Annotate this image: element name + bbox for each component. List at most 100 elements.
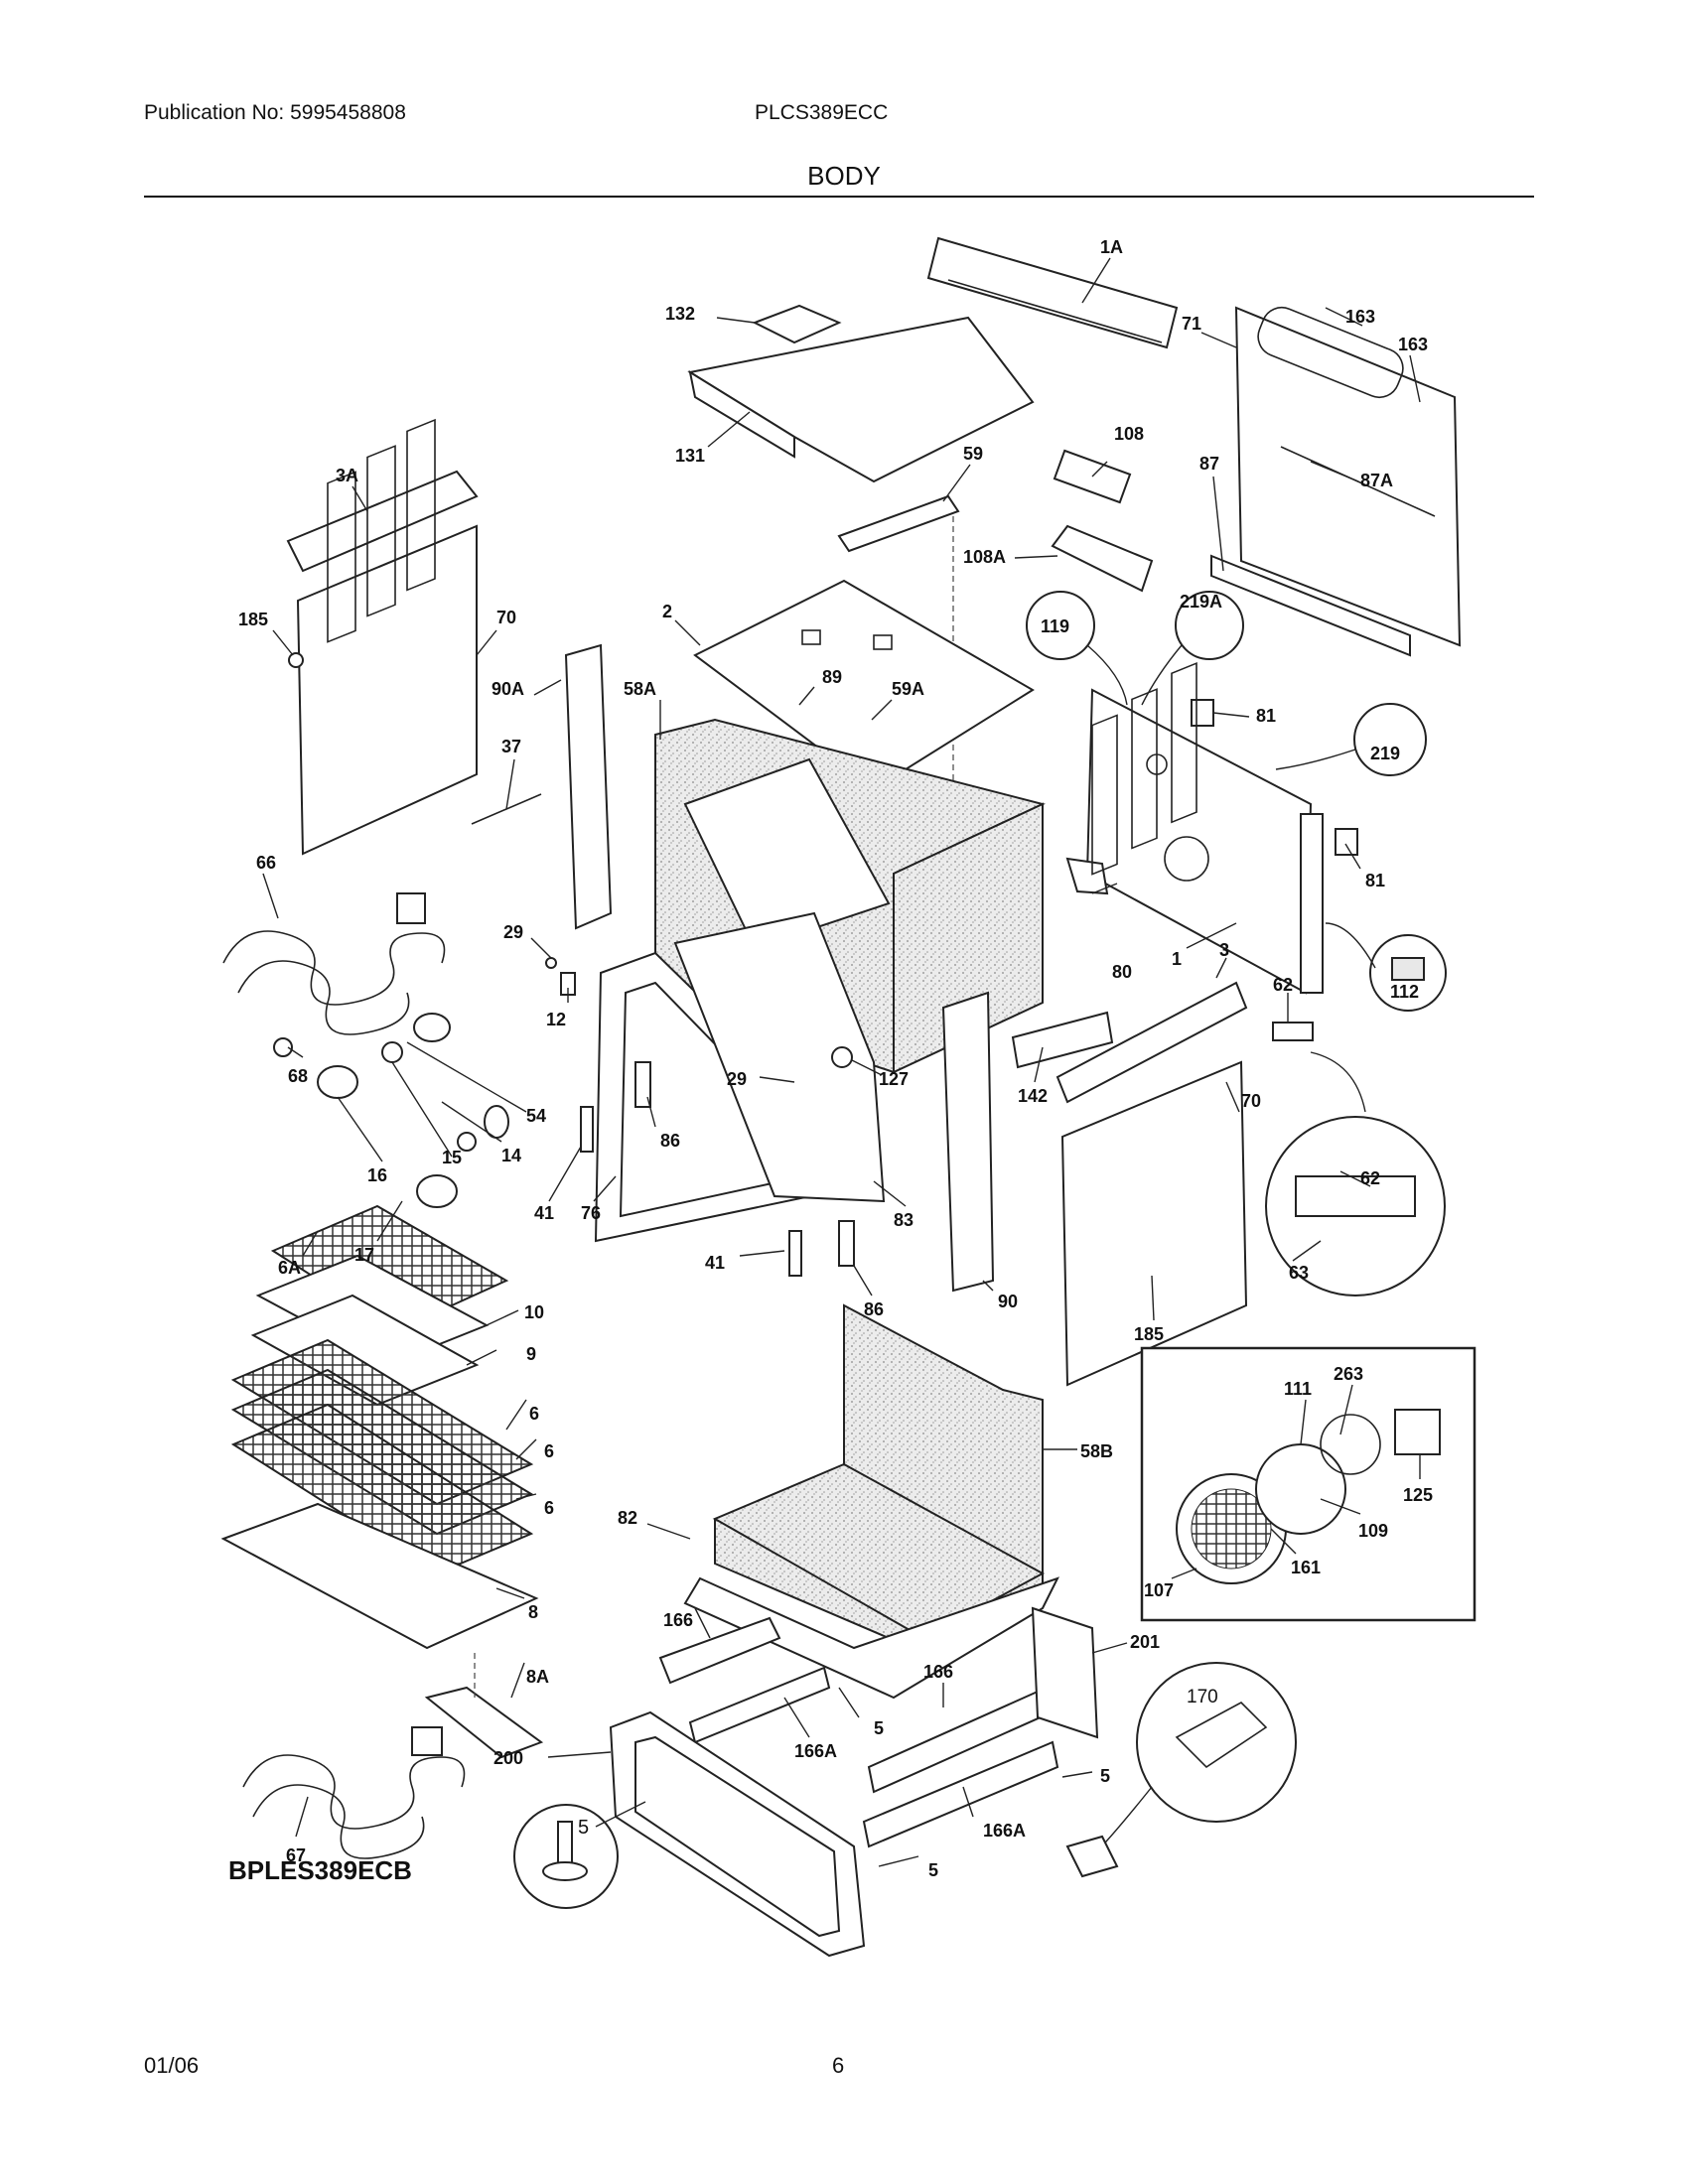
callout-labels: 1A 132 163 163 71 131 59 108 87 87A 3A 1…	[228, 237, 1433, 1885]
label-8A: 8A	[526, 1667, 549, 1687]
bracket-3A	[286, 470, 479, 573]
label-41: 41	[705, 1253, 725, 1273]
base-pan-82	[683, 1576, 1059, 1700]
label-5: 5	[874, 1718, 884, 1738]
label-5: 5	[578, 1817, 589, 1839]
block-62-detail	[1295, 1175, 1416, 1217]
label-112: 112	[1390, 982, 1419, 1002]
label-90A: 90A	[492, 679, 524, 699]
label-82: 82	[618, 1508, 637, 1528]
label-6: 6	[529, 1404, 539, 1424]
leveler-bracket	[1065, 1835, 1119, 1878]
label-12: 12	[546, 1010, 566, 1029]
fuse-body-112	[1391, 957, 1425, 981]
lamp-assembly	[317, 1013, 509, 1208]
footer-date: 01/06	[144, 2053, 200, 2078]
label-107: 107	[1144, 1580, 1174, 1600]
label-59: 59	[963, 444, 983, 464]
label-58A: 58A	[624, 679, 656, 699]
label-81: 81	[1256, 706, 1276, 726]
label-3: 3	[1219, 940, 1229, 960]
insulation-58B	[712, 1303, 1046, 1655]
side-panel-1	[1085, 688, 1324, 995]
label-83: 83	[894, 1210, 914, 1230]
clip-81-top	[1191, 699, 1214, 727]
screw-185-left	[288, 652, 304, 668]
exploded-parts-diagram: 1A 132 163 163 71 131 59 108 87 87A 3A 1…	[220, 236, 1477, 1958]
label-87A: 87A	[1360, 471, 1393, 490]
label-163: 163	[1345, 307, 1375, 327]
label-15: 15	[442, 1148, 462, 1167]
label-62: 62	[1273, 975, 1293, 995]
label-185: 185	[238, 610, 268, 629]
label-119: 119	[1041, 616, 1069, 636]
label-86: 86	[864, 1299, 884, 1319]
label-109: 109	[1358, 1521, 1388, 1541]
label-170: 170	[1187, 1687, 1218, 1707]
arrow-119	[1086, 644, 1128, 706]
rear-panel-71	[1210, 306, 1462, 657]
model-number: PLCS389ECC	[755, 101, 889, 124]
label-29: 29	[503, 922, 523, 942]
leader-lines	[262, 257, 1421, 1867]
label-161: 161	[1291, 1558, 1321, 1577]
label-37: 37	[501, 737, 521, 756]
label-58B: 58B	[1080, 1441, 1113, 1461]
label-63: 63	[1289, 1263, 1309, 1283]
publication-number: Publication No: 5995458808	[144, 101, 406, 124]
label-80: 80	[1112, 962, 1132, 982]
rail-166-left	[658, 1616, 781, 1685]
strip-142	[1011, 1011, 1114, 1069]
frame-201	[1031, 1606, 1099, 1739]
label-163: 163	[1398, 335, 1428, 354]
detail-circle-170	[1136, 1662, 1297, 1823]
rail-166A-right	[862, 1740, 1059, 1848]
thermostat-219	[1353, 703, 1427, 776]
side-panel-70-left	[296, 418, 478, 856]
page-number: 6	[832, 2053, 845, 2078]
label-166: 166	[923, 1662, 953, 1682]
label-59A: 59A	[892, 679, 924, 699]
arrow-219	[1275, 749, 1356, 770]
model-variant-label: BPLES389ECB	[228, 1855, 412, 1885]
arrow-219A	[1141, 644, 1183, 706]
leveling-leg-5	[557, 1821, 573, 1867]
thermostat-219A	[1175, 591, 1244, 660]
clip-81-bottom	[1335, 828, 1358, 856]
label-6: 6	[544, 1498, 554, 1518]
element-66	[222, 892, 446, 1035]
rail-166A-left	[688, 1666, 831, 1744]
label-125: 125	[1403, 1485, 1433, 1505]
label-10: 10	[524, 1302, 544, 1322]
label-70: 70	[496, 608, 516, 627]
element-67	[242, 1726, 466, 1859]
thermostat-119	[1026, 591, 1095, 660]
side-panel-70-right	[1060, 662, 1248, 1387]
label-16: 16	[367, 1165, 387, 1185]
label-2: 2	[662, 602, 672, 621]
part-127	[831, 1046, 853, 1068]
top-shield-131	[687, 316, 1035, 483]
label-14: 14	[501, 1146, 521, 1165]
label-131: 131	[675, 446, 705, 466]
label-17: 17	[354, 1245, 374, 1265]
part-68	[273, 1037, 293, 1057]
label-1A: 1A	[1100, 237, 1123, 257]
label-70: 70	[1241, 1091, 1261, 1111]
bracket-170	[1175, 1702, 1268, 1769]
hinge-86-lower	[838, 1220, 855, 1267]
strip-90	[941, 991, 995, 1293]
label-5: 5	[928, 1860, 938, 1880]
plate-132	[752, 304, 842, 344]
bracket-108A	[1051, 524, 1154, 593]
part-41-right	[788, 1230, 802, 1277]
label-201: 201	[1130, 1632, 1160, 1652]
hinge-86-upper	[634, 1061, 651, 1108]
label-132: 132	[665, 304, 695, 324]
convection-fan-detail	[1140, 1346, 1477, 1622]
label-87: 87	[1199, 454, 1219, 474]
label-76: 76	[581, 1203, 601, 1223]
section-title: BODY	[807, 161, 881, 191]
label-263: 263	[1334, 1364, 1363, 1384]
part-41-left	[580, 1106, 594, 1153]
